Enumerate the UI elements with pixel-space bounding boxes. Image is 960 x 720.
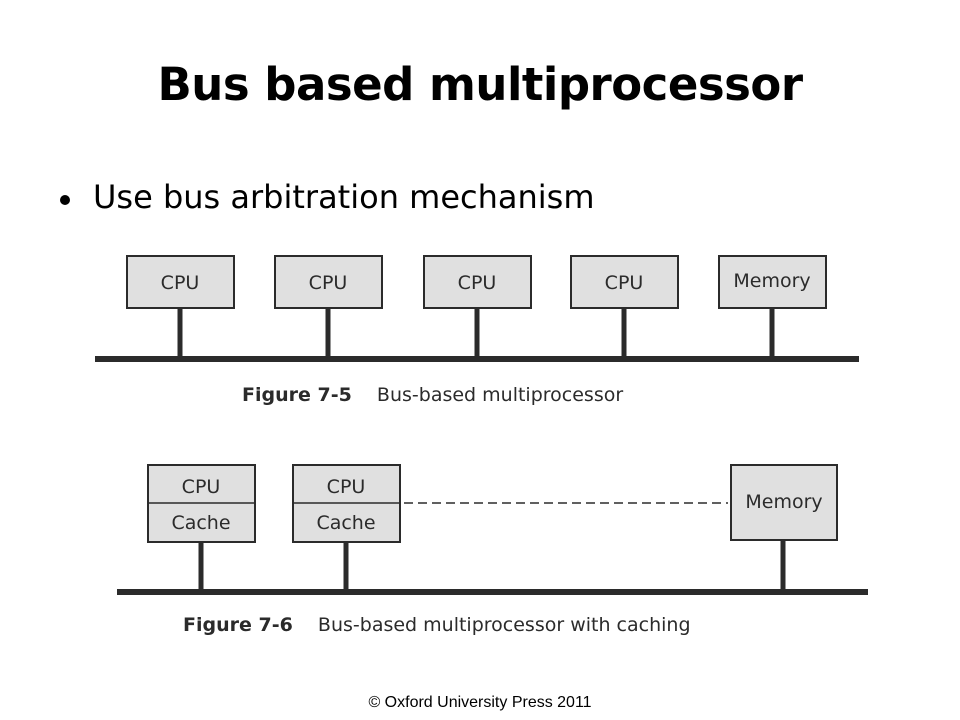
cpu-label: CPU [161,272,200,294]
cpu-box [570,255,679,309]
cpu-box [126,255,235,309]
bullet-dot [60,195,70,205]
cpu-label: CPU [182,476,221,498]
cache-label: Cache [171,512,230,534]
cpu-label: CPU [605,272,644,294]
cache-label: Cache [316,512,375,534]
cpu-label: CPU [309,272,348,294]
caption-number: Figure 7-6 [183,614,293,636]
figure-7-5: CPU CPU CPU CPU Memory Figure 7-5 Bus-ba… [95,255,859,406]
cpu-label: CPU [458,272,497,294]
figure-caption: Figure 7-6 Bus-based multiprocessor with… [183,614,691,636]
copyright-footer: © Oxford University Press 2011 [368,694,592,711]
figure-caption: Figure 7-5 Bus-based multiprocessor [242,384,623,406]
cpu-label: CPU [327,476,366,498]
memory-box [730,464,838,541]
cpu-box [274,255,383,309]
caption-text: Bus-based multiprocessor [377,384,623,406]
caption-text: Bus-based multiprocessor with caching [318,614,691,636]
memory-label: Memory [733,270,810,292]
bullet-item: Use bus arbitration mechanism [60,178,595,216]
slide-title: Bus based multiprocessor [157,58,803,111]
figure-7-6: CPU Cache CPU Cache Memory Figure 7-6 Bu… [117,464,868,636]
bullet-text: Use bus arbitration mechanism [93,178,595,216]
memory-box [718,255,827,309]
cpu-box [423,255,532,309]
memory-label: Memory [745,491,822,513]
caption-number: Figure 7-5 [242,384,352,406]
